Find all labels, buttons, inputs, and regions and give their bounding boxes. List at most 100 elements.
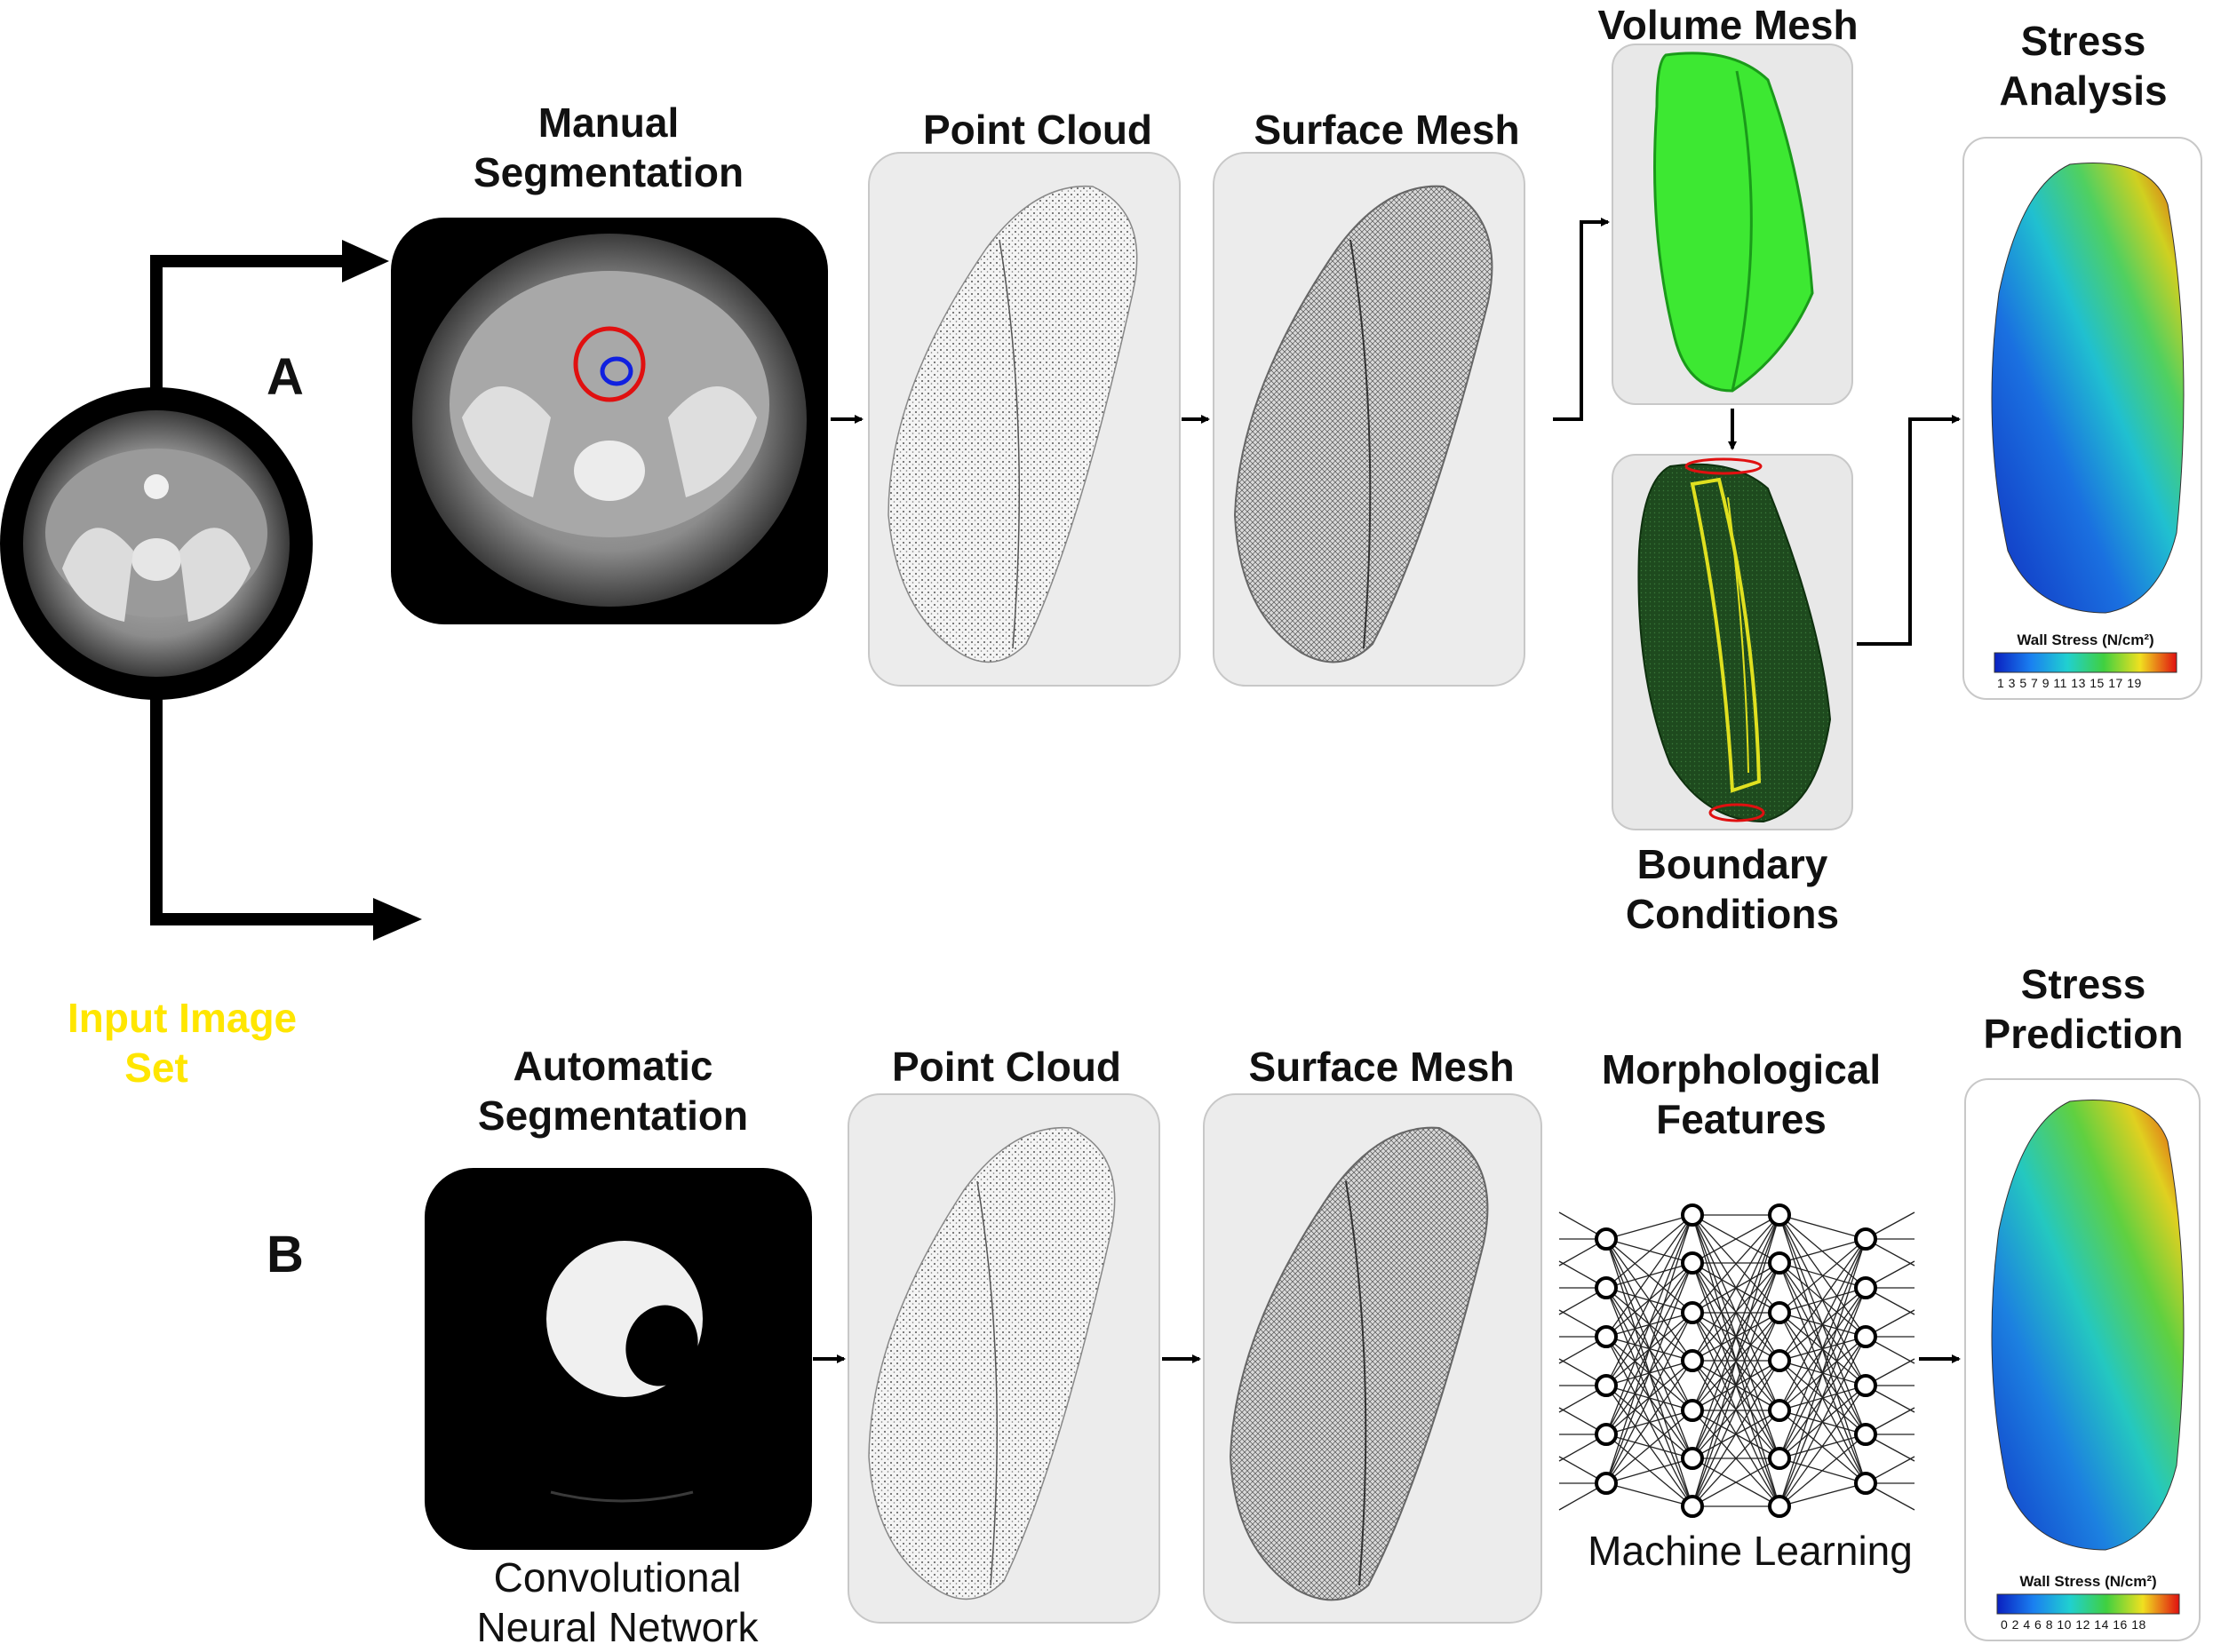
boundary-conditions-line-1: Boundary — [1636, 841, 1828, 887]
nn-node — [1681, 1399, 1704, 1422]
nn-node — [1768, 1301, 1791, 1324]
manual-segmentation-line-1: Manual — [537, 99, 680, 146]
colorbar-top-title: Wall Stress (N/cm²) — [2017, 631, 2154, 648]
nn-edge — [1692, 1214, 1780, 1459]
point-cloud-title-top: Point Cloud — [922, 107, 1153, 153]
automatic-segmentation-title: Automatic Segmentation — [462, 1041, 764, 1140]
boundary-conditions-title: Boundary Conditions — [1599, 839, 1866, 939]
stress-prediction-line-1: Stress — [2020, 961, 2146, 1007]
volume-mesh-title: Volume Mesh — [1597, 2, 1859, 48]
nn-edge — [1692, 1214, 1780, 1411]
colorbar-top — [1994, 652, 2177, 673]
automatic-segmentation-image — [425, 1168, 812, 1550]
branch-b-arrow — [150, 693, 422, 941]
colorbar-top-ticks: 1 3 5 7 9 11 13 15 17 19 — [1997, 676, 2142, 690]
nn-node — [1681, 1447, 1704, 1470]
nn-node — [1768, 1495, 1791, 1518]
input-image-set-line-2: Set — [124, 1044, 188, 1092]
nn-edge — [1605, 1360, 1693, 1484]
nn-edge — [1779, 1336, 1867, 1507]
nn-edge — [1779, 1238, 1867, 1264]
input-image-set — [0, 387, 313, 700]
morphological-features-line-2: Features — [1656, 1096, 1827, 1143]
nn-edge — [1779, 1287, 1867, 1507]
stress-prediction-title: Stress Prediction — [1950, 959, 2217, 1059]
nn-edge — [1605, 1312, 1693, 1484]
nn-node — [1768, 1399, 1791, 1422]
nn-node — [1768, 1447, 1791, 1470]
nn-edge — [1692, 1214, 1780, 1362]
nn-edge — [1692, 1214, 1780, 1314]
morphological-features-title: Morphological Features — [1572, 1044, 1910, 1144]
branch-a-arrow — [150, 240, 389, 391]
nn-edge — [1605, 1214, 1693, 1386]
nn-edge — [1605, 1457, 1693, 1484]
nn-edge — [1692, 1410, 1780, 1507]
nn-edge — [1605, 1214, 1693, 1240]
stress-analysis-line-1: Stress — [2020, 18, 2146, 64]
nn-edge — [1692, 1262, 1780, 1507]
nn-edge — [1605, 1214, 1693, 1435]
stress-analysis-panel — [1962, 137, 2202, 700]
nn-node — [1681, 1495, 1704, 1518]
surface-mesh-panel-bottom — [1203, 1093, 1542, 1624]
stress-analysis-title: Stress Analysis — [1950, 16, 2217, 115]
branch-b-letter: B — [267, 1226, 304, 1283]
nn-edge — [1605, 1410, 1693, 1484]
nn-node — [1854, 1374, 1877, 1397]
nn-edge — [1605, 1482, 1693, 1507]
nn-edge — [1779, 1238, 1867, 1507]
colorbar-bottom-ticks: 0 2 4 6 8 10 12 14 16 18 — [2001, 1617, 2146, 1632]
point-cloud-panel-bottom — [848, 1093, 1160, 1624]
nn-edge — [1779, 1434, 1867, 1507]
surface-mesh-title-top: Surface Mesh — [1254, 107, 1520, 153]
nn-edge — [1692, 1214, 1780, 1264]
nn-edge — [1605, 1214, 1693, 1289]
machine-learning-caption: Machine Learning — [1588, 1528, 1913, 1574]
nn-edge — [1692, 1214, 1780, 1507]
neural-network-diagram — [1558, 1203, 1915, 1518]
point-cloud-title-bottom: Point Cloud — [891, 1044, 1122, 1090]
nn-node — [1681, 1301, 1704, 1324]
nn-edge — [1692, 1457, 1780, 1507]
nn-node — [1595, 1423, 1618, 1446]
nn-node — [1854, 1276, 1877, 1299]
nn-node — [1854, 1423, 1877, 1446]
nn-node — [1681, 1349, 1704, 1372]
nn-edge — [1605, 1214, 1693, 1484]
cnn-caption-line-1: Convolutional — [493, 1554, 742, 1600]
automatic-segmentation-line-1: Automatic — [513, 1043, 713, 1089]
nn-node — [1595, 1374, 1618, 1397]
point-cloud-panel-top — [868, 152, 1181, 687]
nn-node — [1768, 1203, 1791, 1227]
nn-node — [1768, 1349, 1791, 1372]
stress-prediction-line-2: Prediction — [1983, 1011, 2184, 1058]
volume-mesh-panel — [1612, 44, 1853, 405]
nn-edge — [1692, 1360, 1780, 1507]
cnn-caption-line-2: Neural Network — [476, 1604, 759, 1651]
manual-segmentation-image — [391, 218, 828, 624]
morphological-features-line-1: Morphological — [1601, 1046, 1882, 1092]
colorbar-bottom-title: Wall Stress (N/cm²) — [2019, 1573, 2157, 1590]
nn-node — [1595, 1276, 1618, 1299]
boundary-conditions-panel — [1612, 454, 1853, 830]
manual-segmentation-title: Manual Segmentation — [462, 98, 755, 197]
arrows-top-row — [831, 218, 1961, 646]
nn-node — [1681, 1251, 1704, 1275]
nn-edge — [1605, 1214, 1693, 1338]
nn-edge — [1779, 1238, 1867, 1314]
nn-node — [1595, 1472, 1618, 1495]
cnn-caption: Convolutional Neural Network — [449, 1553, 786, 1652]
nn-node — [1595, 1227, 1618, 1251]
nn-node — [1595, 1325, 1618, 1348]
surface-mesh-panel-top — [1213, 152, 1525, 687]
nn-edge — [1605, 1262, 1693, 1484]
nn-edge — [1779, 1385, 1867, 1507]
nn-edge — [1779, 1238, 1867, 1459]
boundary-conditions-line-2: Conditions — [1625, 891, 1840, 938]
nn-node — [1854, 1325, 1877, 1348]
stress-analysis-line-2: Analysis — [1999, 68, 2168, 115]
nn-node — [1854, 1227, 1877, 1251]
branch-a-letter: A — [267, 348, 304, 406]
